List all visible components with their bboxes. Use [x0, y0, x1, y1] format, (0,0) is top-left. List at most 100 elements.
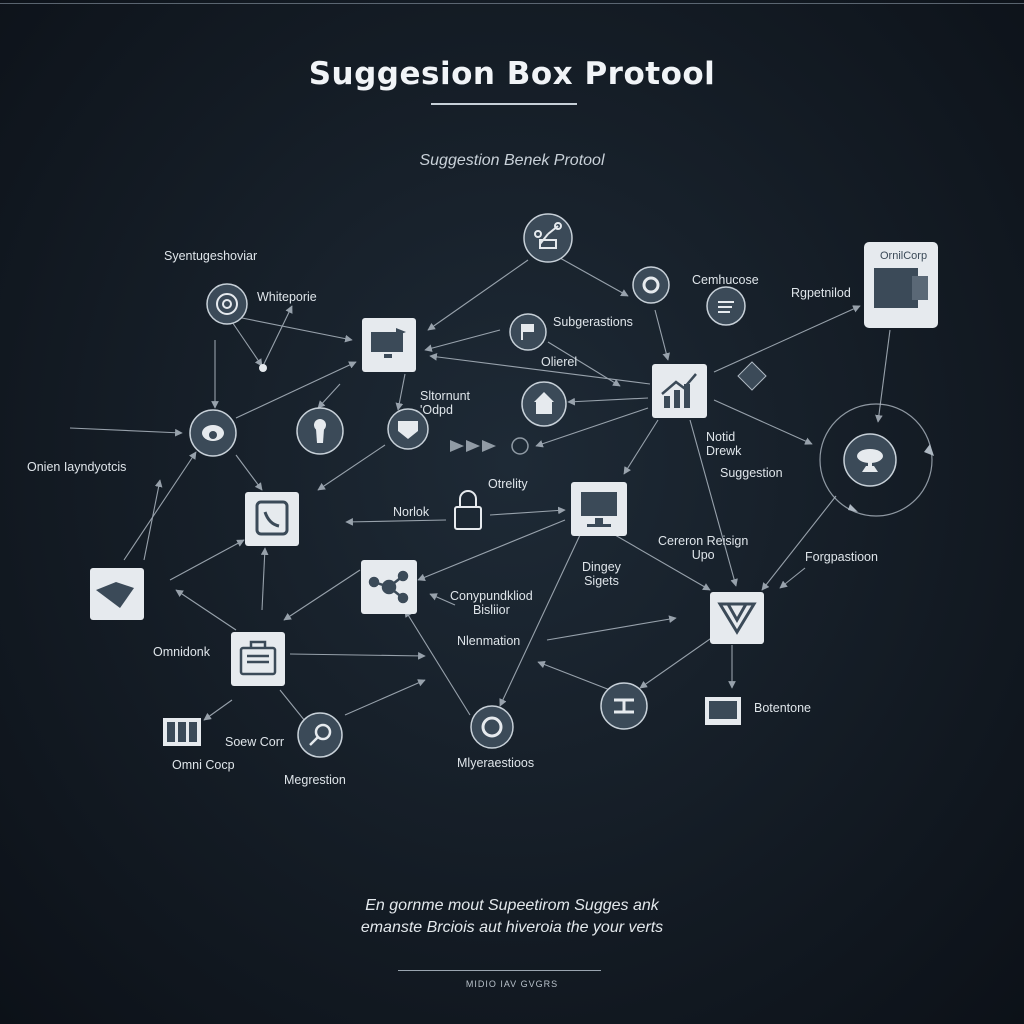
node-cloud: [843, 433, 897, 487]
funnel-icon: [717, 602, 757, 635]
network-icon: [534, 222, 562, 249]
label-olierel: Olierel: [541, 355, 578, 369]
label-sltornunt: Sltornunt 'Odpd: [420, 389, 471, 418]
edge: [639, 631, 721, 689]
edge: [260, 547, 269, 611]
edge: [761, 495, 837, 591]
edge: [203, 699, 233, 721]
node-search: [297, 712, 343, 758]
briefcase-icon: [239, 640, 277, 676]
edge: [241, 317, 353, 343]
node-shield: [387, 408, 429, 450]
edges: [69, 257, 891, 753]
edge: [623, 419, 659, 475]
node-network: [523, 213, 573, 263]
node-valve: [600, 682, 648, 730]
page-title: Suggesion Box Protool: [308, 56, 716, 92]
label-norlok: Norlok: [393, 505, 430, 519]
node-funnel: [710, 592, 764, 644]
flag-icon: [521, 324, 534, 340]
edge: [537, 660, 611, 691]
label-cereron: Cereron Reisign Upo: [658, 534, 749, 563]
node-flag: [509, 313, 547, 351]
building-icon: [534, 392, 554, 414]
edge: [614, 534, 711, 591]
target-icon: [216, 293, 238, 315]
edge: [689, 419, 738, 587]
label-botentone: Botentone: [754, 701, 811, 715]
bars-chart-icon: [661, 373, 697, 408]
footer-line-1: En gornme mout Supeetirom Sugges ank: [365, 897, 659, 914]
edge: [175, 589, 237, 631]
page-subtitle: Suggestion Benek Protool: [419, 152, 605, 169]
node-mask: [163, 718, 201, 746]
title-underline: [431, 103, 577, 105]
label-otrelity: Otrelity: [488, 477, 528, 491]
footer-credit: MIDIO IAV GVGRS: [465, 979, 559, 989]
edge: [713, 305, 861, 373]
edge: [317, 383, 341, 409]
edge: [567, 397, 649, 406]
edge: [235, 361, 357, 419]
mask-icon: [167, 722, 197, 742]
node-phone: [245, 492, 299, 546]
node-briefcase: [231, 632, 285, 686]
node-handshake: [90, 568, 144, 620]
edge: [283, 569, 361, 621]
node-gear: [632, 266, 670, 304]
edge: [429, 353, 651, 385]
label-conypunkliod: Conypundkliod Bisliior: [450, 589, 533, 618]
edge: [559, 257, 629, 297]
arrows-icon: [450, 437, 529, 455]
edge: [713, 399, 813, 445]
label-subgerastions: Subgerastions: [553, 315, 633, 329]
node-menu: [706, 286, 746, 326]
edge: [875, 329, 891, 423]
label-omnidonk: Omnidonk: [153, 645, 210, 659]
label-synt: Syentugeshoviar: [164, 249, 258, 263]
label-omnicorp-card: OrnilCorp: [880, 250, 928, 262]
node-hub: [361, 560, 417, 614]
edge: [489, 506, 566, 516]
footer-divider: [398, 970, 601, 971]
node-chart: [652, 364, 707, 418]
screen-icon: [709, 701, 737, 719]
edge: [227, 315, 263, 367]
label-megrestion: Megrestion: [284, 773, 346, 787]
edge: [69, 427, 183, 437]
gear-icon: [642, 276, 660, 294]
hub-icon: [368, 570, 409, 604]
edge: [499, 534, 581, 707]
handshake-icon: [96, 582, 134, 608]
label-nienmation: Nlenmation: [457, 634, 521, 648]
node-report: [864, 242, 938, 328]
edge: [395, 373, 406, 411]
edge: [345, 518, 447, 526]
phone-icon: [255, 500, 289, 536]
label-onien: Onien Iayndyotcis: [27, 460, 127, 474]
edge: [123, 451, 197, 561]
computer-icon: [581, 492, 617, 527]
edge: [547, 341, 621, 387]
edge: [169, 539, 245, 581]
edge: [143, 479, 163, 561]
edge: [261, 305, 293, 369]
label-regpetnilod: Rgpetnilod: [791, 286, 851, 300]
edge: [404, 609, 471, 716]
node-lock: [454, 490, 482, 530]
edge: [535, 407, 649, 448]
rotation-ring: [819, 403, 934, 517]
edge: [417, 519, 566, 581]
node-circle: [470, 705, 514, 749]
shield-icon: [398, 421, 418, 439]
edge: [429, 593, 456, 606]
node-monitor: [362, 318, 416, 372]
edge: [344, 679, 426, 716]
edge: [779, 567, 806, 589]
label-combucose: Cemhucose: [692, 273, 759, 287]
edge: [427, 259, 529, 331]
top-border-line: [0, 3, 1024, 4]
report-card-icon: [874, 268, 928, 308]
edge: [654, 309, 670, 361]
